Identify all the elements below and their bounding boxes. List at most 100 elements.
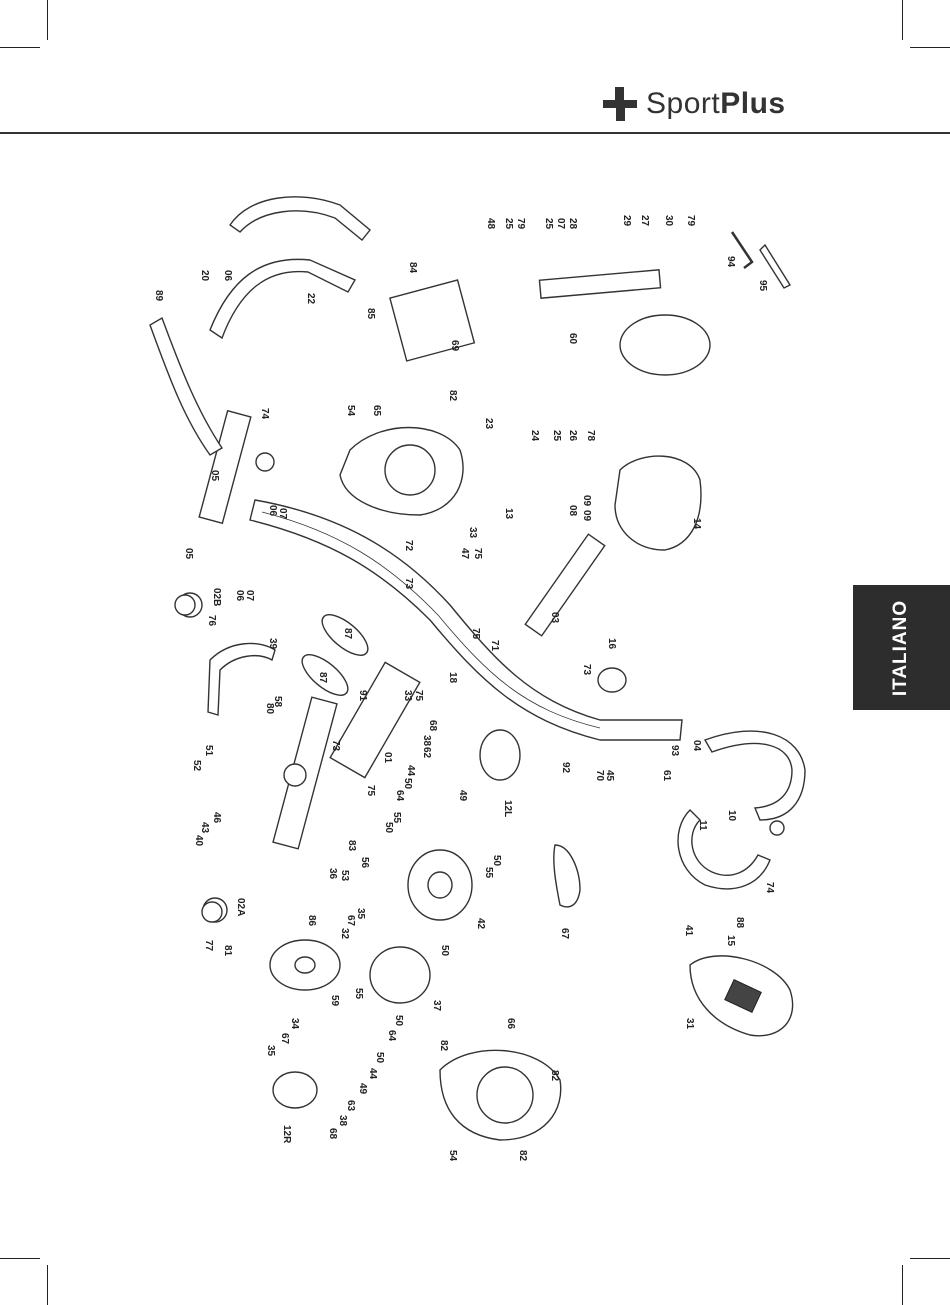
label-63: 63 <box>345 1100 356 1112</box>
label-71: 71 <box>489 640 500 652</box>
language-tab: ITALIANO <box>853 585 950 710</box>
label-84: 84 <box>407 262 418 274</box>
label-33: 33 <box>467 527 478 539</box>
label-66: 66 <box>505 1018 516 1030</box>
label-06b: 06 <box>267 505 278 517</box>
wrench <box>759 243 792 289</box>
label-29: 29 <box>621 215 632 227</box>
label-75c: 75 <box>413 690 424 702</box>
label-39: 39 <box>267 638 278 650</box>
crop-mark-br-h <box>910 1258 950 1259</box>
label-25b: 25 <box>543 218 554 230</box>
label-24: 24 <box>529 430 540 442</box>
label-04: 04 <box>691 740 702 752</box>
label-91: 91 <box>357 690 368 702</box>
label-82c: 82 <box>549 1070 560 1082</box>
label-74b: 74 <box>764 882 775 894</box>
label-68: 68 <box>427 720 438 732</box>
label-85: 85 <box>365 308 376 320</box>
label-49: 49 <box>457 790 468 802</box>
brand-logo: SportPlus <box>600 82 840 126</box>
label-92: 92 <box>560 762 571 774</box>
label-50: 50 <box>402 778 413 790</box>
label-50d: 50 <box>439 945 450 957</box>
label-67b: 67 <box>559 928 570 940</box>
label-93: 93 <box>669 745 680 757</box>
label-61: 61 <box>661 770 672 782</box>
label-14: 14 <box>691 518 702 530</box>
label-50c: 50 <box>491 855 502 867</box>
label-34: 34 <box>289 1018 300 1030</box>
brand-wordmark: SportPlus <box>646 87 786 120</box>
header-rule <box>0 132 950 134</box>
backrest-bracket <box>538 269 662 299</box>
label-41: 41 <box>683 925 694 937</box>
label-13: 13 <box>503 508 514 520</box>
label-11: 11 <box>697 820 708 831</box>
crop-mark-tr-v <box>902 0 903 40</box>
label-44: 44 <box>405 765 416 777</box>
label-73b: 73 <box>581 664 592 676</box>
label-10: 10 <box>726 810 737 822</box>
label-35b: 35 <box>265 1045 276 1057</box>
label-20: 20 <box>199 270 210 282</box>
label-55: 55 <box>391 812 402 824</box>
label-70: 70 <box>594 770 605 782</box>
label-07c: 07 <box>555 218 566 230</box>
label-05: 05 <box>209 470 220 482</box>
label-44b: 44 <box>367 1068 378 1080</box>
pedal-right <box>272 1071 318 1109</box>
label-56: 56 <box>359 857 370 869</box>
pedal-left <box>479 729 521 781</box>
label-06: 06 <box>222 270 233 282</box>
label-25: 25 <box>503 218 514 230</box>
label-88: 88 <box>734 917 745 929</box>
label-62: 62 <box>421 747 432 759</box>
seat <box>614 455 702 551</box>
label-35: 35 <box>355 908 366 920</box>
label-68b: 68 <box>327 1128 338 1140</box>
label-09b: 09 <box>581 510 592 522</box>
label-65: 65 <box>371 405 382 417</box>
label-64b: 64 <box>386 1030 397 1042</box>
label-52: 52 <box>191 760 202 772</box>
label-76: 76 <box>206 615 217 627</box>
label-23: 23 <box>483 418 494 430</box>
backrest-pad <box>619 314 711 376</box>
label-42: 42 <box>475 918 486 930</box>
label-87b: 87 <box>317 672 328 684</box>
label-55b: 55 <box>483 867 494 879</box>
label-18: 18 <box>447 672 458 684</box>
label-73c: 73 <box>330 740 341 752</box>
label-07: 07 <box>277 508 288 520</box>
label-86: 86 <box>306 915 317 927</box>
label-38b: 38 <box>337 1115 348 1127</box>
label-79b: 79 <box>685 215 696 227</box>
crop-mark-bl-h <box>0 1258 40 1259</box>
label-73: 73 <box>403 578 414 590</box>
label-58: 58 <box>272 696 283 708</box>
belt-a <box>321 614 369 656</box>
label-05b: 05 <box>183 548 194 560</box>
label-74: 74 <box>259 408 270 420</box>
label-32: 32 <box>339 928 350 940</box>
label-22: 22 <box>305 293 316 305</box>
label-25c: 25 <box>551 430 562 442</box>
label-72: 72 <box>403 540 414 552</box>
label-82d: 82 <box>517 1150 528 1162</box>
label-06c: 06 <box>234 590 245 602</box>
label-33b: 33 <box>402 690 413 702</box>
label-46: 46 <box>211 812 222 824</box>
label-82: 82 <box>447 390 458 402</box>
front-handlebars <box>149 196 371 456</box>
label-79: 79 <box>515 218 526 230</box>
label-16: 16 <box>606 638 617 650</box>
label-53: 53 <box>339 870 350 882</box>
console-display <box>724 979 762 1013</box>
allen-key <box>730 231 754 269</box>
seat-rail <box>389 279 476 362</box>
main-frame <box>249 499 683 741</box>
label-27: 27 <box>639 215 650 227</box>
label-40: 40 <box>193 835 204 847</box>
